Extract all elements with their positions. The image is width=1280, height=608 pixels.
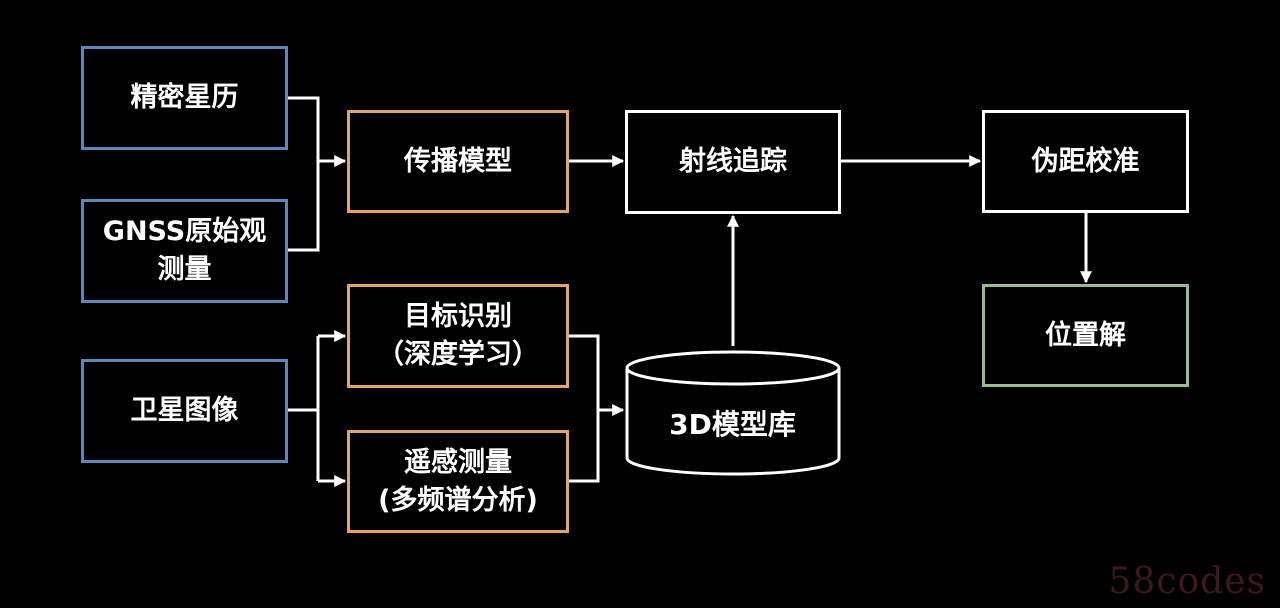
node-ray-tracing: 射线追踪 <box>625 110 841 214</box>
label-propagation-model: 传播模型 <box>404 145 512 177</box>
node-propagation-model: 传播模型 <box>347 110 569 213</box>
label-target-recognition-line2: （深度学习） <box>377 339 539 370</box>
label-position-solution: 位置解 <box>1045 319 1126 351</box>
label-precise-ephemeris: 精密星历 <box>130 82 239 113</box>
label-remote-sensing-line2: (多频谱分析) <box>378 484 538 516</box>
node-remote-sensing: 遥感测量 (多频谱分析) <box>347 430 569 533</box>
node-satellite-image: 卫星图像 <box>81 359 288 463</box>
connector-ephemeris-merge <box>288 96 320 252</box>
node-gnss-raw-observation: GNSS原始观 测量 <box>81 199 288 303</box>
label-3d-model-library: 3D模型库 <box>669 408 796 441</box>
label-gnss-raw-line2: 测量 <box>157 254 212 285</box>
label-ray-tracing: 射线追踪 <box>679 146 787 177</box>
label-gnss-raw-line1: GNSS原始观 <box>102 216 267 247</box>
node-precise-ephemeris: 精密星历 <box>81 46 288 150</box>
label-target-recognition-line1: 目标识别 <box>404 301 512 332</box>
node-target-recognition: 目标识别 （深度学习） <box>347 284 569 388</box>
node-position-solution: 位置解 <box>982 284 1189 387</box>
label-satellite-image: 卫星图像 <box>130 395 239 426</box>
watermark: 58codes <box>1108 561 1266 602</box>
connector-processing-merge <box>569 334 600 483</box>
label-remote-sensing-line1: 遥感测量 <box>404 446 512 478</box>
node-pseudorange-calibration: 伪距校准 <box>982 110 1189 213</box>
label-pseudorange-calibration: 伪距校准 <box>1031 145 1140 177</box>
cylinder-3d-model-library <box>625 350 841 476</box>
